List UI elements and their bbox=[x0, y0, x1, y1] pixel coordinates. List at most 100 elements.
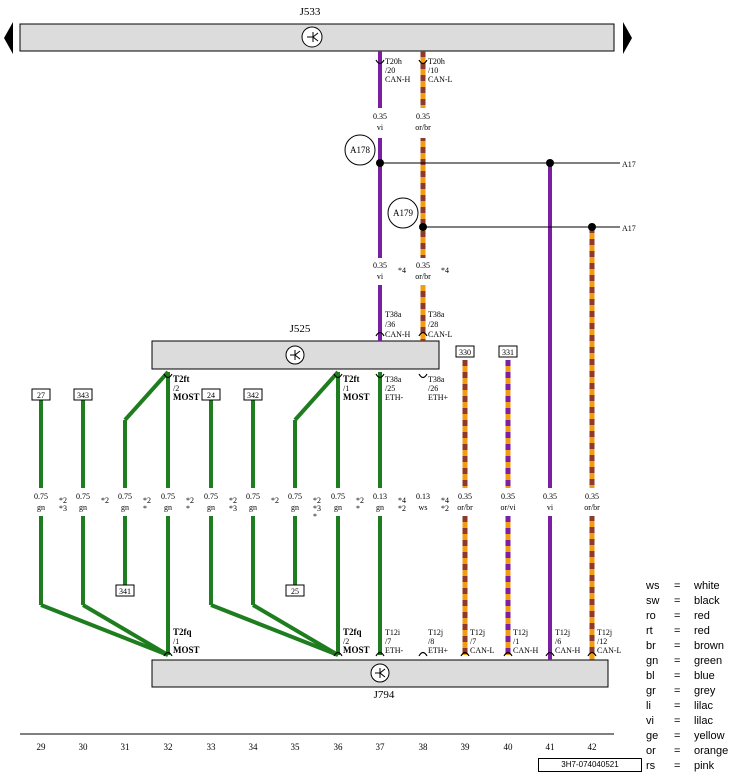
wire-color: gn bbox=[79, 503, 87, 512]
pin-signal: ETH+ bbox=[428, 646, 449, 655]
junction-dot bbox=[546, 159, 554, 167]
ref-box-label: 25 bbox=[291, 587, 299, 596]
wire-note: *2 bbox=[441, 504, 449, 513]
connector-hook-icon bbox=[333, 651, 343, 657]
wire-color: gn bbox=[376, 503, 384, 512]
wire-note: *2 bbox=[313, 496, 321, 505]
connector-hook-icon bbox=[163, 651, 173, 657]
legend-eq: = bbox=[674, 580, 681, 592]
connector-hook-icon bbox=[460, 651, 470, 657]
legend-eq: = bbox=[674, 685, 681, 697]
label-gap bbox=[164, 488, 172, 516]
wire-note: * bbox=[143, 504, 147, 513]
legend-name: brown bbox=[694, 640, 724, 652]
pin-conn: T38a bbox=[385, 310, 402, 319]
wire-note: *2 bbox=[229, 496, 237, 505]
label-gap bbox=[588, 488, 596, 516]
legend-eq: = bbox=[674, 640, 681, 652]
ref-box-label: 343 bbox=[77, 391, 89, 400]
pin-signal: ETH- bbox=[385, 393, 404, 402]
legend-code: rt bbox=[646, 625, 653, 637]
ref-box-label: 341 bbox=[119, 587, 131, 596]
column-number: 30 bbox=[79, 742, 89, 752]
pin-num: /36 bbox=[385, 320, 395, 329]
legend-row: rs=pink bbox=[646, 759, 728, 774]
pin-signal: CAN-H bbox=[385, 75, 411, 84]
pin-conn: T38a bbox=[428, 310, 445, 319]
pin-num: /2 bbox=[173, 384, 179, 393]
pin-num: /26 bbox=[428, 384, 438, 393]
legend-eq: = bbox=[674, 715, 681, 727]
transistor-icon bbox=[375, 668, 386, 678]
label-gap bbox=[37, 488, 45, 516]
legend-eq: = bbox=[674, 700, 681, 712]
legend-eq: = bbox=[674, 760, 681, 772]
pin-num: /2 bbox=[343, 637, 349, 646]
wire-note: *2 bbox=[101, 496, 109, 505]
label-gap bbox=[79, 488, 87, 516]
column-number: 42 bbox=[588, 742, 597, 752]
pin-num: /6 bbox=[555, 637, 561, 646]
splice-a179: A179 bbox=[393, 208, 413, 218]
pin-signal: MOST bbox=[173, 392, 200, 402]
ref-box bbox=[31, 388, 51, 401]
junction-dot bbox=[376, 159, 384, 167]
pin-num: /25 bbox=[385, 384, 395, 393]
ref-box bbox=[73, 388, 93, 401]
wire-group bbox=[37, 51, 620, 660]
label-j794: J794 bbox=[374, 689, 395, 701]
legend-name: green bbox=[694, 655, 723, 667]
pin-num: /7 bbox=[385, 637, 391, 646]
wire-color: or/br bbox=[415, 123, 431, 132]
wire-note: *3 bbox=[313, 504, 321, 513]
pin-conn: T20h bbox=[385, 57, 402, 66]
legend-name: grey bbox=[694, 685, 716, 697]
ref-box bbox=[455, 345, 475, 358]
legend-code: bl bbox=[646, 670, 655, 682]
legend-row: br=brown bbox=[646, 639, 728, 654]
legend-name: white bbox=[694, 580, 720, 592]
wire-color: vi bbox=[377, 123, 384, 132]
wire-color: gn bbox=[249, 503, 257, 512]
legend-row: ge=yellow bbox=[646, 729, 728, 744]
column-number: 41 bbox=[546, 742, 555, 752]
legend-name: blue bbox=[694, 670, 715, 682]
wire-size: 0.75 bbox=[288, 492, 302, 501]
wire-note: * bbox=[186, 504, 190, 513]
wire-note: *4 bbox=[398, 496, 406, 505]
pin-conn: T12j bbox=[555, 628, 570, 637]
top-bus-j533: J533 bbox=[4, 6, 632, 54]
wire-note: *2 bbox=[271, 496, 279, 505]
label-gap bbox=[546, 488, 554, 516]
column-number: 33 bbox=[207, 742, 217, 752]
label-gap bbox=[207, 488, 215, 516]
label-gap bbox=[121, 488, 129, 516]
wire-color: vi bbox=[377, 272, 384, 281]
wire-color: gn bbox=[207, 503, 215, 512]
connector-hook-icon bbox=[375, 331, 385, 337]
wire-color: gn bbox=[37, 503, 45, 512]
label-gap bbox=[461, 488, 469, 516]
legend-code: or bbox=[646, 745, 656, 757]
wire-col34-diag bbox=[251, 603, 340, 657]
pin-signal: CAN-H bbox=[385, 330, 411, 339]
pin-num: /1 bbox=[513, 637, 519, 646]
connector-hook-icon bbox=[333, 373, 343, 379]
wire-col30-diag bbox=[81, 603, 170, 657]
pin-conn: T38a bbox=[428, 375, 445, 384]
wire-note: *2 bbox=[59, 496, 67, 505]
wire-col33-diag bbox=[210, 603, 339, 657]
label-gap bbox=[376, 488, 384, 516]
pin-num: /1 bbox=[173, 637, 179, 646]
wire-size: 0.35 bbox=[373, 112, 387, 121]
legend-row: vi=lilac bbox=[646, 714, 728, 729]
pin-signal: CAN-L bbox=[470, 646, 495, 655]
wire-color: or/br bbox=[457, 503, 473, 512]
wire-note: *2 bbox=[186, 496, 194, 505]
legend-code: sw bbox=[646, 595, 660, 607]
legend-row: li=lilac bbox=[646, 699, 728, 714]
legend-name: red bbox=[694, 625, 710, 637]
wire-note: *3 bbox=[59, 504, 67, 513]
pin-num: /20 bbox=[385, 66, 395, 75]
